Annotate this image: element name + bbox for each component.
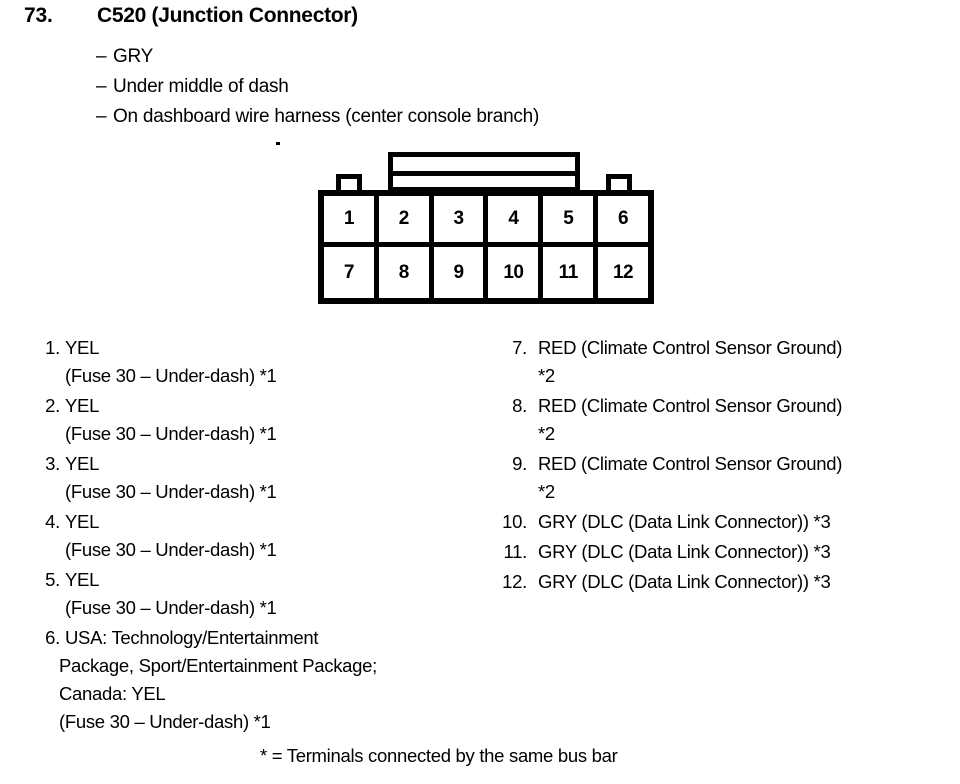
pin-list-item-line: (Fuse 30 – Under-dash) *1 [59,711,271,732]
pin-list-item-lines: YEL (Fuse 30 – Under-dash) *1 [65,334,478,390]
pin-list-item: 11. GRY (DLC (Data Link Connector)) *3 [498,538,938,566]
pin-list-item: 7. RED (Climate Control Sensor Ground) *2 [498,334,938,390]
connector-pin-5: 5 [543,196,599,247]
pin-list-item-lines: YEL (Fuse 30 – Under-dash) *1 [65,566,478,622]
pin-list-item-number: 12. [502,571,527,592]
pin-list-item-line: USA: Technology/Entertainment [65,627,319,648]
header-bullet-label: GRY [113,46,154,67]
connector-pin-1: 1 [324,196,379,247]
connector-pin-4: 4 [488,196,544,247]
header-bullet-label: Under middle of dash [113,76,289,97]
section-number: 73. [24,4,53,27]
connector-pin-6: 6 [598,196,648,247]
pin-list-item-line: RED (Climate Control Sensor Ground) [538,395,843,416]
connector-pin-3: 3 [433,196,489,247]
connector-pin-8: 8 [378,247,434,298]
header-bullet-label: On dashboard wire harness (center consol… [113,106,540,127]
pin-list-item: 4.YEL (Fuse 30 – Under-dash) *1 [38,508,478,564]
header-bullet: –On dashboard wire harness (center conso… [96,102,926,132]
connector-pin-2: 2 [378,196,434,247]
pin-list-item-line: (Fuse 30 – Under-dash) *1 [65,481,277,502]
pin-list-item-number: 11. [503,541,528,562]
bullet-dash-icon: – [96,76,107,97]
pin-list-item-number: 9. [512,453,527,474]
pin-list-item-number: 3. [45,453,60,474]
pin-list-item: 12. GRY (DLC (Data Link Connector)) *3 [498,568,938,596]
pin-list-item-lines: YEL (Fuse 30 – Under-dash) *1 [65,392,478,448]
scan-speck-artifact [276,142,280,145]
pin-list-item-number: 7. [512,337,527,358]
pin-list-item-lines: GRY (DLC (Data Link Connector)) *3 [538,568,938,596]
pin-list-item-line: YEL [65,569,100,590]
pin-list-item-line: RED (Climate Control Sensor Ground) [538,453,843,474]
pin-list-item: 9. RED (Climate Control Sensor Ground) *2 [498,450,938,506]
pin-list-item: 1.YEL (Fuse 30 – Under-dash) *1 [38,334,478,390]
pin-list-item-line: *2 [538,423,555,444]
pin-list-item-lines: RED (Climate Control Sensor Ground) *2 [538,334,938,390]
header-bullet-list: –GRY–Under middle of dash–On dashboard w… [96,42,926,132]
pin-list-item-line: (Fuse 30 – Under-dash) *1 [65,539,277,560]
pin-list-item-number: 6. [45,627,60,648]
bullet-dash-icon: – [96,106,107,127]
pin-list-item: 2.YEL (Fuse 30 – Under-dash) *1 [38,392,478,448]
pin-list-item-line: *2 [538,481,555,502]
pin-list-item-line: YEL [65,395,100,416]
pin-list-item-number: 5. [45,569,60,590]
pin-list-item: 3.YEL (Fuse 30 – Under-dash) *1 [38,450,478,506]
pin-list-item-lines: GRY (DLC (Data Link Connector)) *3 [538,538,938,566]
pin-list-item-line: (Fuse 30 – Under-dash) *1 [65,423,277,444]
connector-pin-7: 7 [324,247,379,298]
pin-list-item: 8. RED (Climate Control Sensor Ground) *2 [498,392,938,448]
connector-pin-12: 12 [598,247,648,298]
pin-list-item-line: (Fuse 30 – Under-dash) *1 [65,597,277,618]
bullet-dash-icon: – [96,46,107,67]
connector-pin-10: 10 [488,247,544,298]
pin-list-item-number: 10. [502,511,527,532]
connector-pin-11: 11 [543,247,599,298]
footnote-text: * = Terminals connected by the same bus … [260,745,618,766]
pin-list-item-line: GRY (DLC (Data Link Connector)) *3 [538,571,831,592]
header-bullet: –GRY [96,42,926,72]
pin-list-item-number: 4. [45,511,60,532]
pin-list-item-lines: GRY (DLC (Data Link Connector)) *3 [538,508,938,536]
pin-list-item-number: 2. [45,395,60,416]
header-bullet: –Under middle of dash [96,72,926,102]
pin-list-item-line: Package, Sport/Entertainment Package; [59,655,377,676]
pin-list-item-lines: YEL (Fuse 30 – Under-dash) *1 [65,508,478,564]
pin-list-item-number: 1. [45,337,60,358]
pin-list-item-number: 8. [512,395,527,416]
pin-list-item: 5.YEL (Fuse 30 – Under-dash) *1 [38,566,478,622]
pin-list-item-lines: RED (Climate Control Sensor Ground) *2 [538,392,938,448]
pin-list-item-lines: RED (Climate Control Sensor Ground) *2 [538,450,938,506]
pin-list-item-line: RED (Climate Control Sensor Ground) [538,337,843,358]
pin-list-item-line: GRY (DLC (Data Link Connector)) *3 [538,541,831,562]
pin-list-item-line: (Fuse 30 – Under-dash) *1 [65,365,277,386]
pin-list-item: 10. GRY (DLC (Data Link Connector)) *3 [498,508,938,536]
pin-list-item-lines: YEL (Fuse 30 – Under-dash) *1 [65,450,478,506]
pin-list-item-line: GRY (DLC (Data Link Connector)) *3 [538,511,831,532]
connector-pin-9: 9 [433,247,489,298]
pin-list-item-line: YEL [65,453,100,474]
connector-tab-divider-line [388,171,580,176]
pin-list-item-line: *2 [538,365,555,386]
pin-list-item-line: Canada: YEL [59,683,166,704]
page-title: C520 (Junction Connector) [97,4,358,27]
pin-list-item-line: YEL [65,511,100,532]
header-title-row: 73. C520 (Junction Connector) [24,4,924,28]
pin-list-item-line: YEL [65,337,100,358]
